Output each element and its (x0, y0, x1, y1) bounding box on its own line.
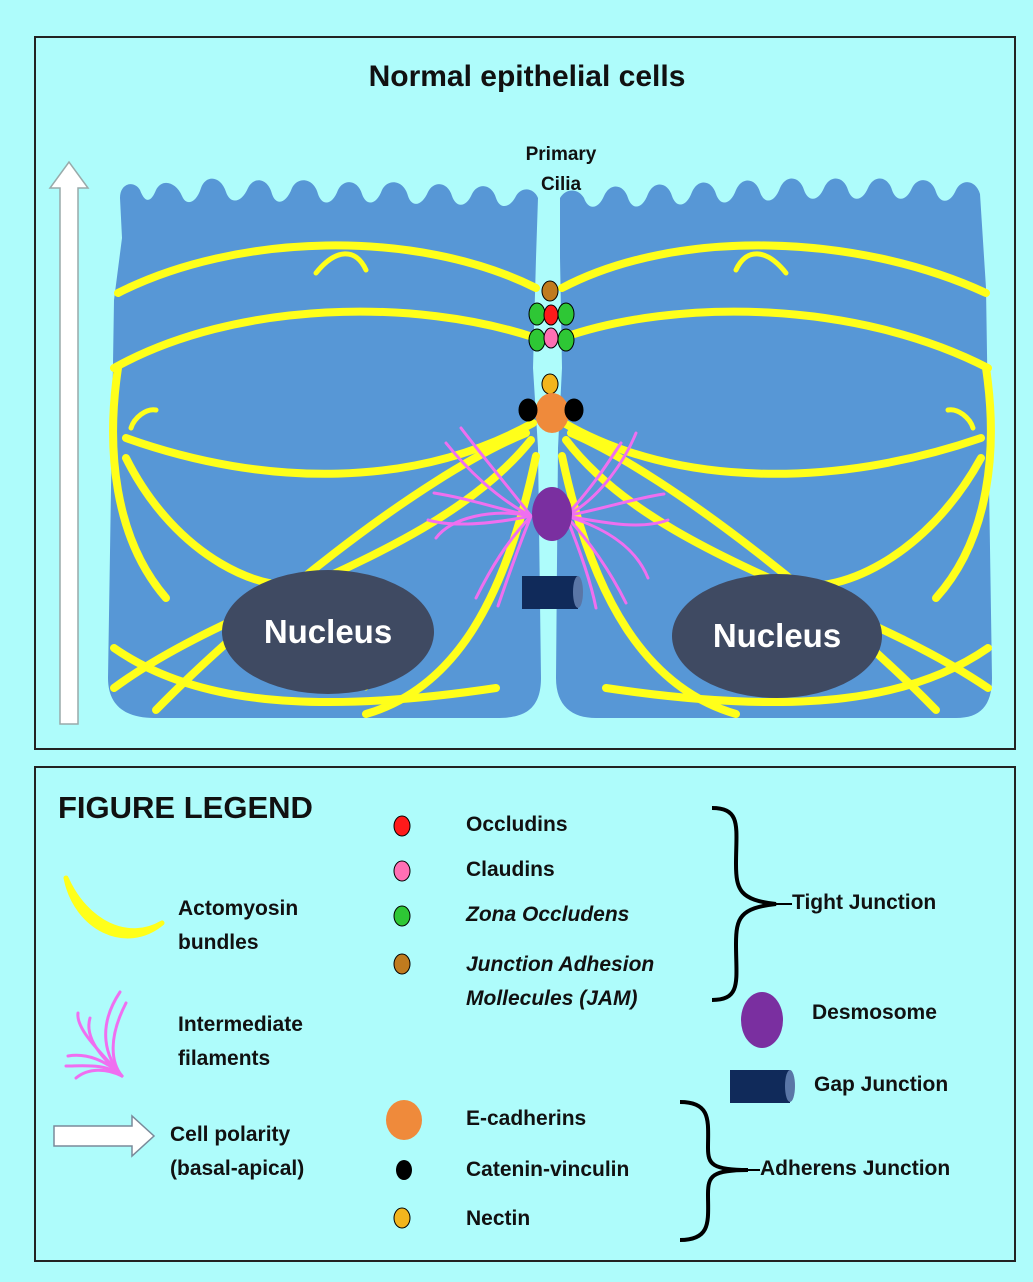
legend-claudins: Claudins (466, 853, 555, 887)
ecadherins-dot-icon (386, 1100, 422, 1140)
occludin-protein (544, 305, 558, 325)
zona-occludens-protein (529, 303, 545, 325)
nectin-dot-icon (394, 1208, 410, 1228)
diagram-panel: Normal epithelial cells (34, 36, 1016, 750)
legend-e-cadherins: E-cadherins (466, 1102, 586, 1136)
gap-junction-symbol-icon (730, 1070, 790, 1103)
adherens-junction-brace-icon (680, 1102, 748, 1240)
catenin-protein (519, 399, 537, 421)
legend-zona-occludens: Zona Occludens (466, 898, 629, 932)
jam-dot-icon (394, 954, 410, 974)
zona-occludens-protein (558, 303, 574, 325)
claudin-protein (544, 328, 558, 348)
catenin-dot-icon (396, 1160, 412, 1180)
legend-nectin: Nectin (466, 1202, 530, 1236)
jam-protein (542, 281, 558, 301)
desmosome-protein (532, 487, 572, 541)
e-cadherin-protein (535, 393, 569, 433)
claudins-dot-icon (394, 861, 410, 881)
occludins-dot-icon (394, 816, 410, 836)
nectin-protein (542, 374, 558, 394)
legend-occludins: Occludins (466, 808, 568, 842)
legend-desmosome: Desmosome (812, 996, 937, 1030)
legend-catenin-vinculin: Catenin-vinculin (466, 1153, 629, 1187)
legend-tight-junction: Tight Junction (792, 886, 936, 920)
tight-junction-brace-icon (712, 808, 776, 1000)
legend-panel: FIGURE LEGEND (34, 766, 1016, 1262)
catenin-protein (565, 399, 583, 421)
actomyosin-symbol-icon (66, 878, 162, 936)
zona-occludens-protein (558, 329, 574, 351)
desmosome-symbol-icon (741, 992, 783, 1048)
zona-occludens-protein (529, 329, 545, 351)
legend-gap-junction: Gap Junction (814, 1068, 948, 1102)
filaments-symbol-icon (66, 992, 126, 1078)
zona-dot-icon (394, 906, 410, 926)
gap-junction-channel (522, 576, 583, 609)
polarity-arrow-icon (50, 162, 88, 724)
polarity-symbol-icon (54, 1116, 154, 1156)
legend-cell-polarity: Cell polarity(basal-apical) (170, 1118, 304, 1186)
legend-adherens-junction: Adherens Junction (760, 1152, 950, 1186)
nucleus-left: Nucleus (222, 570, 434, 694)
cilia-label: Primary Cilia (496, 140, 626, 200)
nucleus-right: Nucleus (672, 574, 882, 698)
